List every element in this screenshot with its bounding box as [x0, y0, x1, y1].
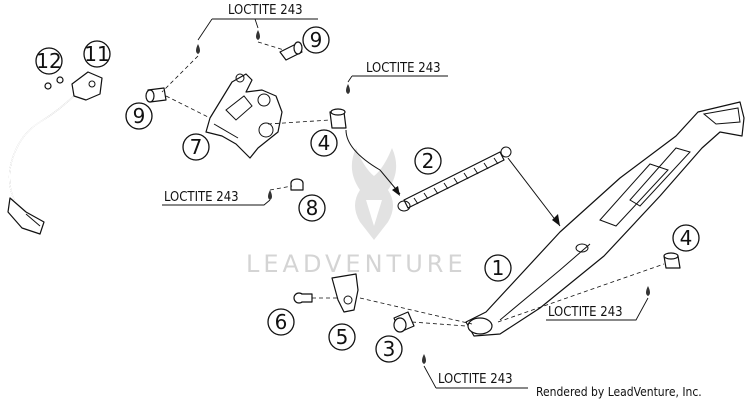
watermark: LEADVENTURE	[246, 148, 467, 278]
callout-2[interactable]: 2	[414, 147, 442, 175]
svg-text:4: 4	[680, 226, 693, 250]
callout-8[interactable]: 8	[298, 194, 326, 222]
svg-text:5: 5	[336, 325, 349, 349]
callout-3[interactable]: 3	[375, 335, 403, 363]
watermark-text: LEADVENTURE	[246, 250, 467, 278]
svg-text:9: 9	[133, 104, 146, 128]
callout-4-upper[interactable]: 4	[310, 129, 338, 157]
svg-text:8: 8	[306, 196, 319, 220]
credit-text: Rendered by LeadVenture, Inc.	[536, 385, 702, 399]
screw-6	[293, 292, 313, 304]
svg-text:LOCTITE 243: LOCTITE 243	[366, 61, 441, 76]
svg-text:2: 2	[422, 149, 435, 173]
callout-6[interactable]: 6	[267, 308, 295, 336]
svg-text:7: 7	[190, 135, 203, 159]
watermark-logo-icon	[351, 148, 397, 240]
loctite-drop-icon	[646, 286, 650, 296]
loctite-label-top: LOCTITE 243	[197, 3, 318, 41]
bolt-8	[290, 178, 304, 191]
svg-text:LOCTITE 243: LOCTITE 243	[438, 372, 513, 387]
side-stand	[465, 101, 745, 337]
loctite-drop-icon	[422, 354, 426, 364]
callout-9-top[interactable]: 9	[302, 26, 330, 54]
bush-4-upper	[329, 108, 347, 129]
callout-1[interactable]: 1	[484, 254, 512, 282]
svg-text:LOCTITE 243: LOCTITE 243	[548, 305, 623, 320]
sidestand-bracket	[205, 73, 283, 159]
svg-text:LOCTITE 243: LOCTITE 243	[228, 3, 303, 18]
callout-11[interactable]: 11	[83, 40, 111, 68]
svg-text:4: 4	[318, 131, 331, 155]
spring	[397, 146, 512, 212]
callout-4-lower[interactable]: 4	[672, 224, 700, 252]
svg-text:6: 6	[275, 310, 288, 334]
assembly-lines	[161, 41, 665, 327]
loctite-drop-icon	[346, 84, 350, 94]
loctite-drop-icon	[256, 30, 260, 40]
bolt-9-top	[279, 41, 303, 61]
callout-9-left[interactable]: 9	[125, 102, 153, 130]
callout-5[interactable]: 5	[328, 323, 356, 351]
svg-text:1: 1	[492, 256, 505, 280]
callout-7[interactable]: 7	[182, 133, 210, 161]
loctite-drops	[196, 30, 650, 364]
bush-3	[393, 311, 415, 333]
svg-text:11: 11	[84, 42, 109, 66]
svg-text:9: 9	[310, 28, 323, 52]
sensor-cable	[7, 71, 103, 235]
switch-plate	[331, 273, 359, 313]
callouts: 11 12 9 9 7 4 8 2 4 1 6 5 3	[35, 26, 700, 363]
bush-4-lower	[663, 252, 681, 269]
loctite-label-bottom: LOCTITE 243	[423, 365, 528, 389]
loctite-drop-icon	[196, 44, 200, 54]
loctite-drop-icon	[268, 190, 272, 200]
callout-12[interactable]: 12	[35, 47, 63, 75]
loctite-label-left: LOCTITE 243	[162, 190, 271, 206]
svg-text:12: 12	[36, 49, 61, 73]
bolt-9-left	[145, 87, 167, 103]
loctite-label-mid: LOCTITE 243	[347, 61, 448, 83]
loctite-label-right: LOCTITE 243	[546, 297, 649, 321]
svg-text:3: 3	[383, 337, 396, 361]
svg-text:LOCTITE 243: LOCTITE 243	[164, 190, 239, 205]
